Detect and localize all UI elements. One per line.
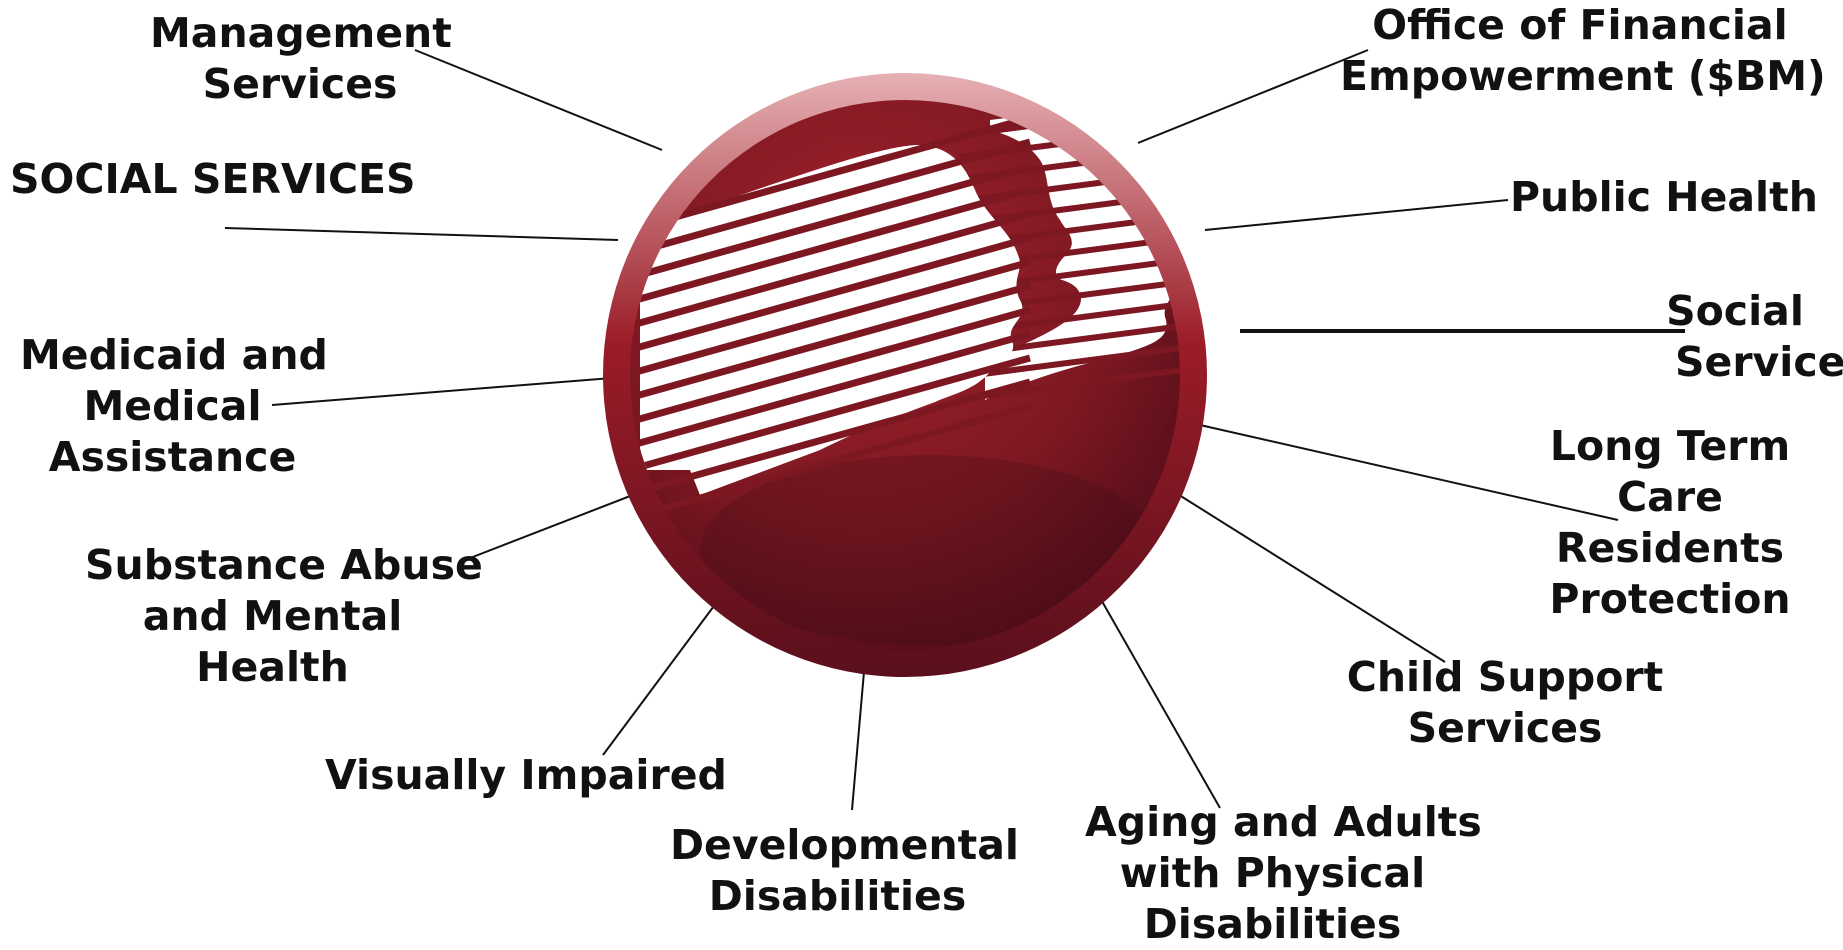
human-profiles-emblem	[603, 73, 1207, 677]
label-line: Public Health	[1510, 173, 1818, 221]
front-profile	[630, 114, 1031, 530]
line-child-support	[1167, 487, 1446, 663]
label-line: Office of Financial	[1372, 1, 1788, 49]
label-line: Health	[196, 643, 349, 691]
label-line: Disabilities	[1143, 900, 1402, 948]
emblem-shadow	[700, 455, 1160, 645]
line-substance-abuse	[464, 485, 657, 561]
line-long-term-care	[1199, 424, 1619, 521]
label-social-services: Social Services	[1635, 286, 1843, 388]
label-line: Aging and Adults	[1085, 798, 1482, 846]
label-social-services-caps: SOCIAL SERVICES	[10, 154, 416, 205]
line-aging-adults	[1086, 574, 1221, 809]
label-substance-abuse: Substance Abuse and Mental Health	[85, 540, 483, 693]
label-public-health: Public Health	[1510, 172, 1818, 223]
label-line: Residents	[1555, 524, 1785, 572]
label-line: Assistance	[48, 433, 297, 481]
label-medicaid: Medicaid and Medical Assistance	[20, 330, 328, 483]
label-line: and Mental	[142, 592, 403, 640]
label-visually-impaired: Visually Impaired	[325, 750, 727, 801]
label-line: Medicaid and	[20, 331, 328, 379]
label-line: Social	[1666, 287, 1804, 335]
label-line: Developmental	[670, 821, 1019, 869]
label-line: Disabilities	[708, 872, 967, 920]
label-management-services: Management Services	[150, 8, 452, 110]
label-line: Services	[1675, 338, 1843, 386]
label-line: with Physical	[1119, 849, 1426, 897]
label-line: Child Support	[1346, 653, 1664, 701]
label-line: Services	[202, 60, 398, 108]
line-financial-empowerment	[1137, 49, 1369, 144]
label-line: Empowerment ($BM)	[1340, 52, 1826, 100]
line-medicaid	[271, 377, 613, 406]
label-line: Services	[1407, 704, 1603, 752]
line-public-health	[1204, 199, 1509, 231]
label-line: SOCIAL SERVICES	[10, 155, 416, 203]
label-long-term-care: Long Term Care Residents Protection	[1530, 421, 1810, 625]
label-line: Protection	[1549, 575, 1791, 623]
label-line: Medical	[83, 382, 262, 430]
label-aging-adults: Aging and Adults with Physical Disabilit…	[1085, 797, 1482, 950]
label-line: Substance Abuse	[85, 541, 483, 589]
line-management-services	[414, 49, 663, 151]
label-line: Visually Impaired	[325, 751, 727, 799]
label-line: Management	[150, 9, 452, 57]
line-social-services-caps	[224, 227, 619, 241]
connector-lines	[224, 49, 1685, 811]
label-line: Long Term	[1549, 422, 1791, 470]
label-child-support: Child Support Services	[1345, 652, 1665, 754]
label-line: Care	[1617, 473, 1723, 521]
label-financial-empowerment: Office of Financial Empowerment ($BM)	[1340, 0, 1826, 102]
label-developmental: Developmental Disabilities	[670, 820, 1019, 922]
